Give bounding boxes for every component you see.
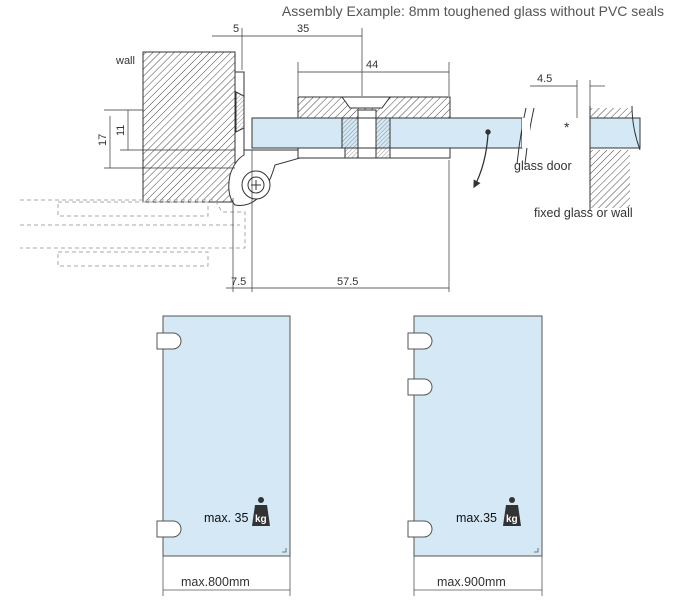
fixed-glass-label: fixed glass or wall xyxy=(534,206,633,220)
panel-1 xyxy=(156,315,291,596)
dim-5: 5 xyxy=(233,23,239,35)
panel-2-hinge-middle-icon xyxy=(407,378,433,396)
panel-1-glass xyxy=(162,315,291,557)
panel-1-weight-unit: kg xyxy=(255,514,267,525)
panel-2 xyxy=(407,315,543,596)
panel-1-max-weight: max. 35 xyxy=(204,511,249,525)
dim-35: 35 xyxy=(297,23,309,35)
dim-44: 44 xyxy=(366,59,378,71)
panel-1-hinge-bottom-icon xyxy=(156,520,182,538)
ghost-open-door xyxy=(20,199,246,267)
clamp-countersink xyxy=(341,96,391,109)
dim-11: 11 xyxy=(115,125,127,136)
panel-2-glass xyxy=(413,315,543,557)
panel-2-max-weight: max.35 xyxy=(456,511,497,525)
dim-7-5: 7.5 xyxy=(231,276,246,288)
wall-screw xyxy=(235,91,245,133)
panel-2-weight-unit: kg xyxy=(506,514,518,525)
panel-2-max-width: max.900mm xyxy=(437,575,506,589)
asterisk-mark: * xyxy=(564,119,570,135)
swing-arrow xyxy=(473,133,489,189)
glass-door-label: glass door xyxy=(514,159,572,173)
dim-17: 17 xyxy=(97,134,109,146)
page-title: Assembly Example: 8mm toughened glass wi… xyxy=(282,3,664,19)
panel-2-hinge-bottom-icon xyxy=(407,520,433,538)
fixed-wall-upper xyxy=(590,108,632,118)
dim-4-5: 4.5 xyxy=(537,73,552,85)
fixed-glass-section xyxy=(589,117,641,149)
dim-57-5: 57.5 xyxy=(337,276,358,288)
panel-1-hinge-top-icon xyxy=(156,332,182,350)
panel-1-weight-icon: kg xyxy=(252,497,270,526)
dimension-labels: 5 35 44 4.5 17 11 7.5 57.5 xyxy=(97,23,552,288)
wall-label: wall xyxy=(115,55,135,67)
panel-1-max-width: max.800mm xyxy=(181,575,250,589)
top-view-drawing: wall * glass door fixed gl xyxy=(20,28,641,292)
wall-section xyxy=(142,51,236,203)
panel-2-hinge-top-icon xyxy=(407,332,433,350)
panel-2-weight-icon: kg xyxy=(503,497,521,526)
fixed-wall-lower xyxy=(590,150,630,208)
